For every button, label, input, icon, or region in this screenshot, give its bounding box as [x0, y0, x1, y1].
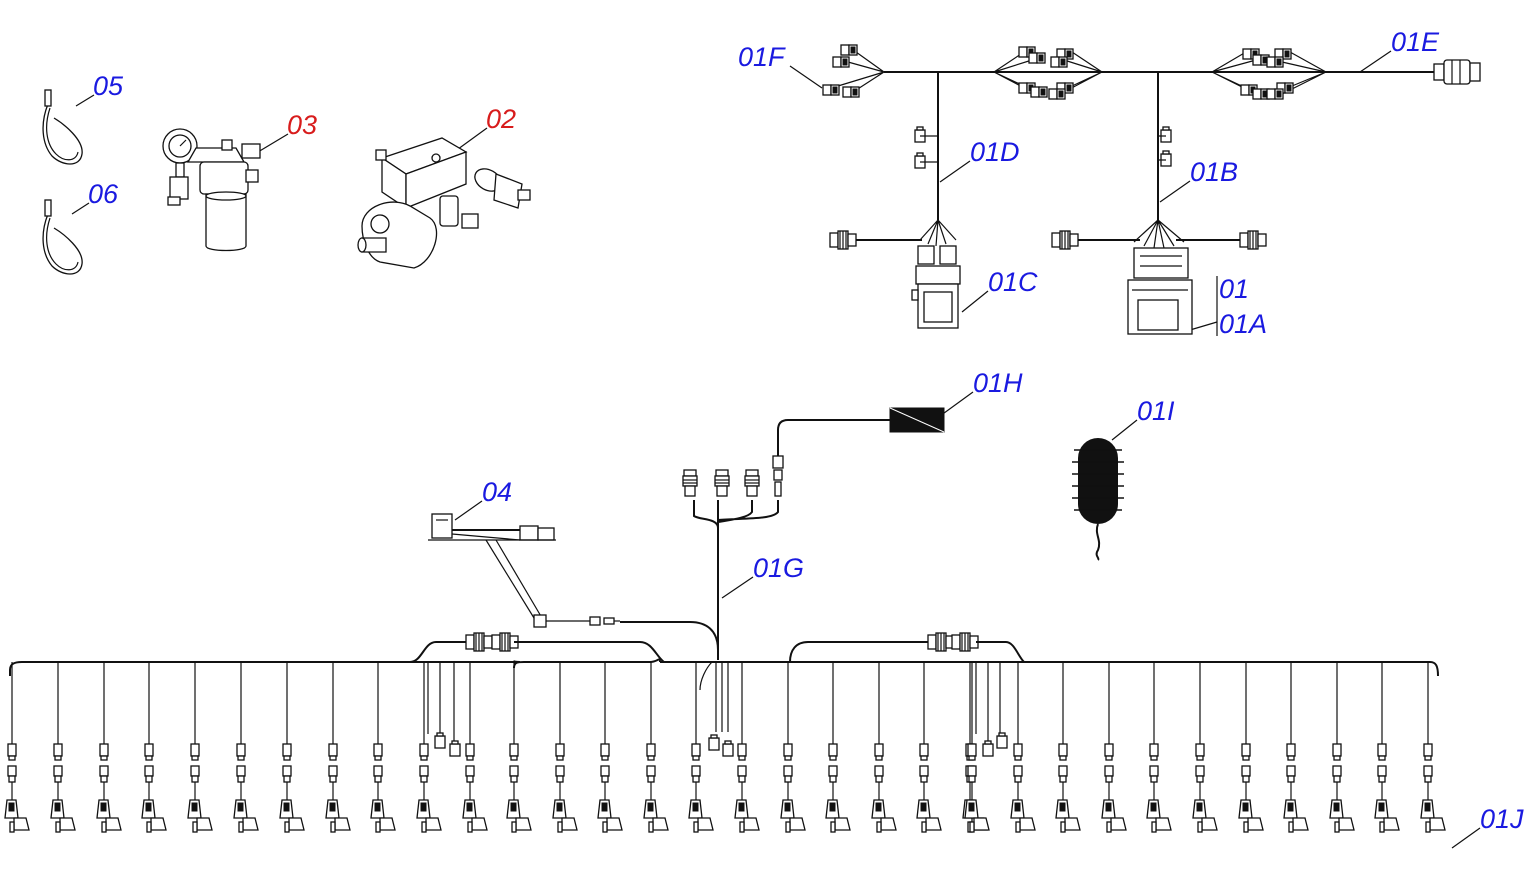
circular-connector-icon	[1051, 230, 1079, 250]
sensor-connector-icon	[1420, 743, 1446, 833]
sensor-connector-icon	[187, 743, 213, 833]
sensor-connector-icon	[4, 743, 30, 833]
sensor-connector-icon	[1329, 743, 1355, 833]
control-module-icon	[911, 265, 961, 329]
circular-connector-icon	[682, 469, 698, 497]
sensor-connector-icon	[597, 743, 623, 833]
wiring-harness-icon	[822, 44, 1481, 335]
sensor-connector-icon	[1238, 743, 1264, 833]
circular-connector-icon	[744, 469, 760, 497]
sensor-connector-icon	[96, 743, 122, 833]
sensor-connector-icon	[462, 743, 488, 833]
wiring-harness-icon	[9, 455, 1439, 757]
sensor-connector-icon	[825, 743, 851, 833]
sensor-connector-icon	[141, 743, 167, 833]
inline-fuse-icon	[777, 407, 945, 456]
sensor-connector-icon	[1146, 743, 1172, 833]
sensor-connector-icon	[688, 743, 714, 833]
label-02: 02	[486, 104, 516, 134]
sensor-connector-icon	[416, 743, 442, 833]
sensor-connector-icon	[506, 743, 532, 833]
label-04: 04	[482, 477, 512, 507]
label-01E: 01E	[1391, 27, 1440, 57]
label-01F: 01F	[738, 42, 786, 72]
label-01H: 01H	[973, 368, 1023, 398]
label-01: 01	[1219, 274, 1249, 304]
sensor-connector-icon	[1192, 743, 1218, 833]
label-01G: 01G	[753, 553, 804, 583]
sensor-connector-icon	[780, 743, 806, 833]
sensor-connector-icon	[279, 743, 305, 833]
sensor-connector-icon	[643, 743, 669, 833]
leader-lines	[71, 50, 1481, 849]
sensor-connector-icon	[552, 743, 578, 833]
sensor-drops	[4, 662, 1446, 833]
label-05: 05	[93, 71, 124, 101]
label-01J: 01J	[1480, 804, 1524, 834]
sensor-connector-icon	[50, 743, 76, 833]
circular-connector-icon	[927, 632, 955, 652]
label-03: 03	[287, 110, 317, 140]
circular-connector-icon	[829, 230, 857, 250]
control-module-icon	[1127, 247, 1193, 335]
circular-connector-icon	[1433, 59, 1481, 85]
sensor-connector-icon	[370, 743, 396, 833]
label-01C: 01C	[988, 267, 1038, 297]
sensor-connector-icon	[734, 743, 760, 833]
label-01D: 01D	[970, 137, 1020, 167]
sensor-connector-icon	[1055, 743, 1081, 833]
label-01I: 01I	[1137, 396, 1175, 426]
circular-connector-icon	[714, 469, 730, 497]
sensor-connector-icon	[916, 743, 942, 833]
circular-connector-icon	[951, 632, 979, 652]
sensor-connector-icon	[233, 743, 259, 833]
hydraulic-valve-motor-icon	[357, 137, 531, 269]
cable-tie-icon	[42, 89, 83, 165]
sensor-connector-icon	[1283, 743, 1309, 833]
circular-connector-icon	[465, 632, 493, 652]
sensor-connector-icon	[1101, 743, 1127, 833]
callout-labels: 05 06 03 02 01F 01E 01D 01B 01C 01 01A 0…	[88, 27, 1524, 834]
circular-connector-icon	[1239, 230, 1267, 250]
label-01B: 01B	[1190, 157, 1238, 187]
sensor-connector-icon	[964, 743, 990, 833]
sensor-connector-icon	[1010, 743, 1036, 833]
sensor-connector-icon	[1374, 743, 1400, 833]
label-01A: 01A	[1219, 309, 1267, 339]
sensor-connector-icon	[871, 743, 897, 833]
cleaning-brush-icon	[1072, 438, 1124, 561]
sensor-connector-icon	[325, 743, 351, 833]
pressure-filter-icon	[162, 128, 261, 252]
wiring-harness-icon	[428, 513, 556, 619]
label-06: 06	[88, 179, 119, 209]
